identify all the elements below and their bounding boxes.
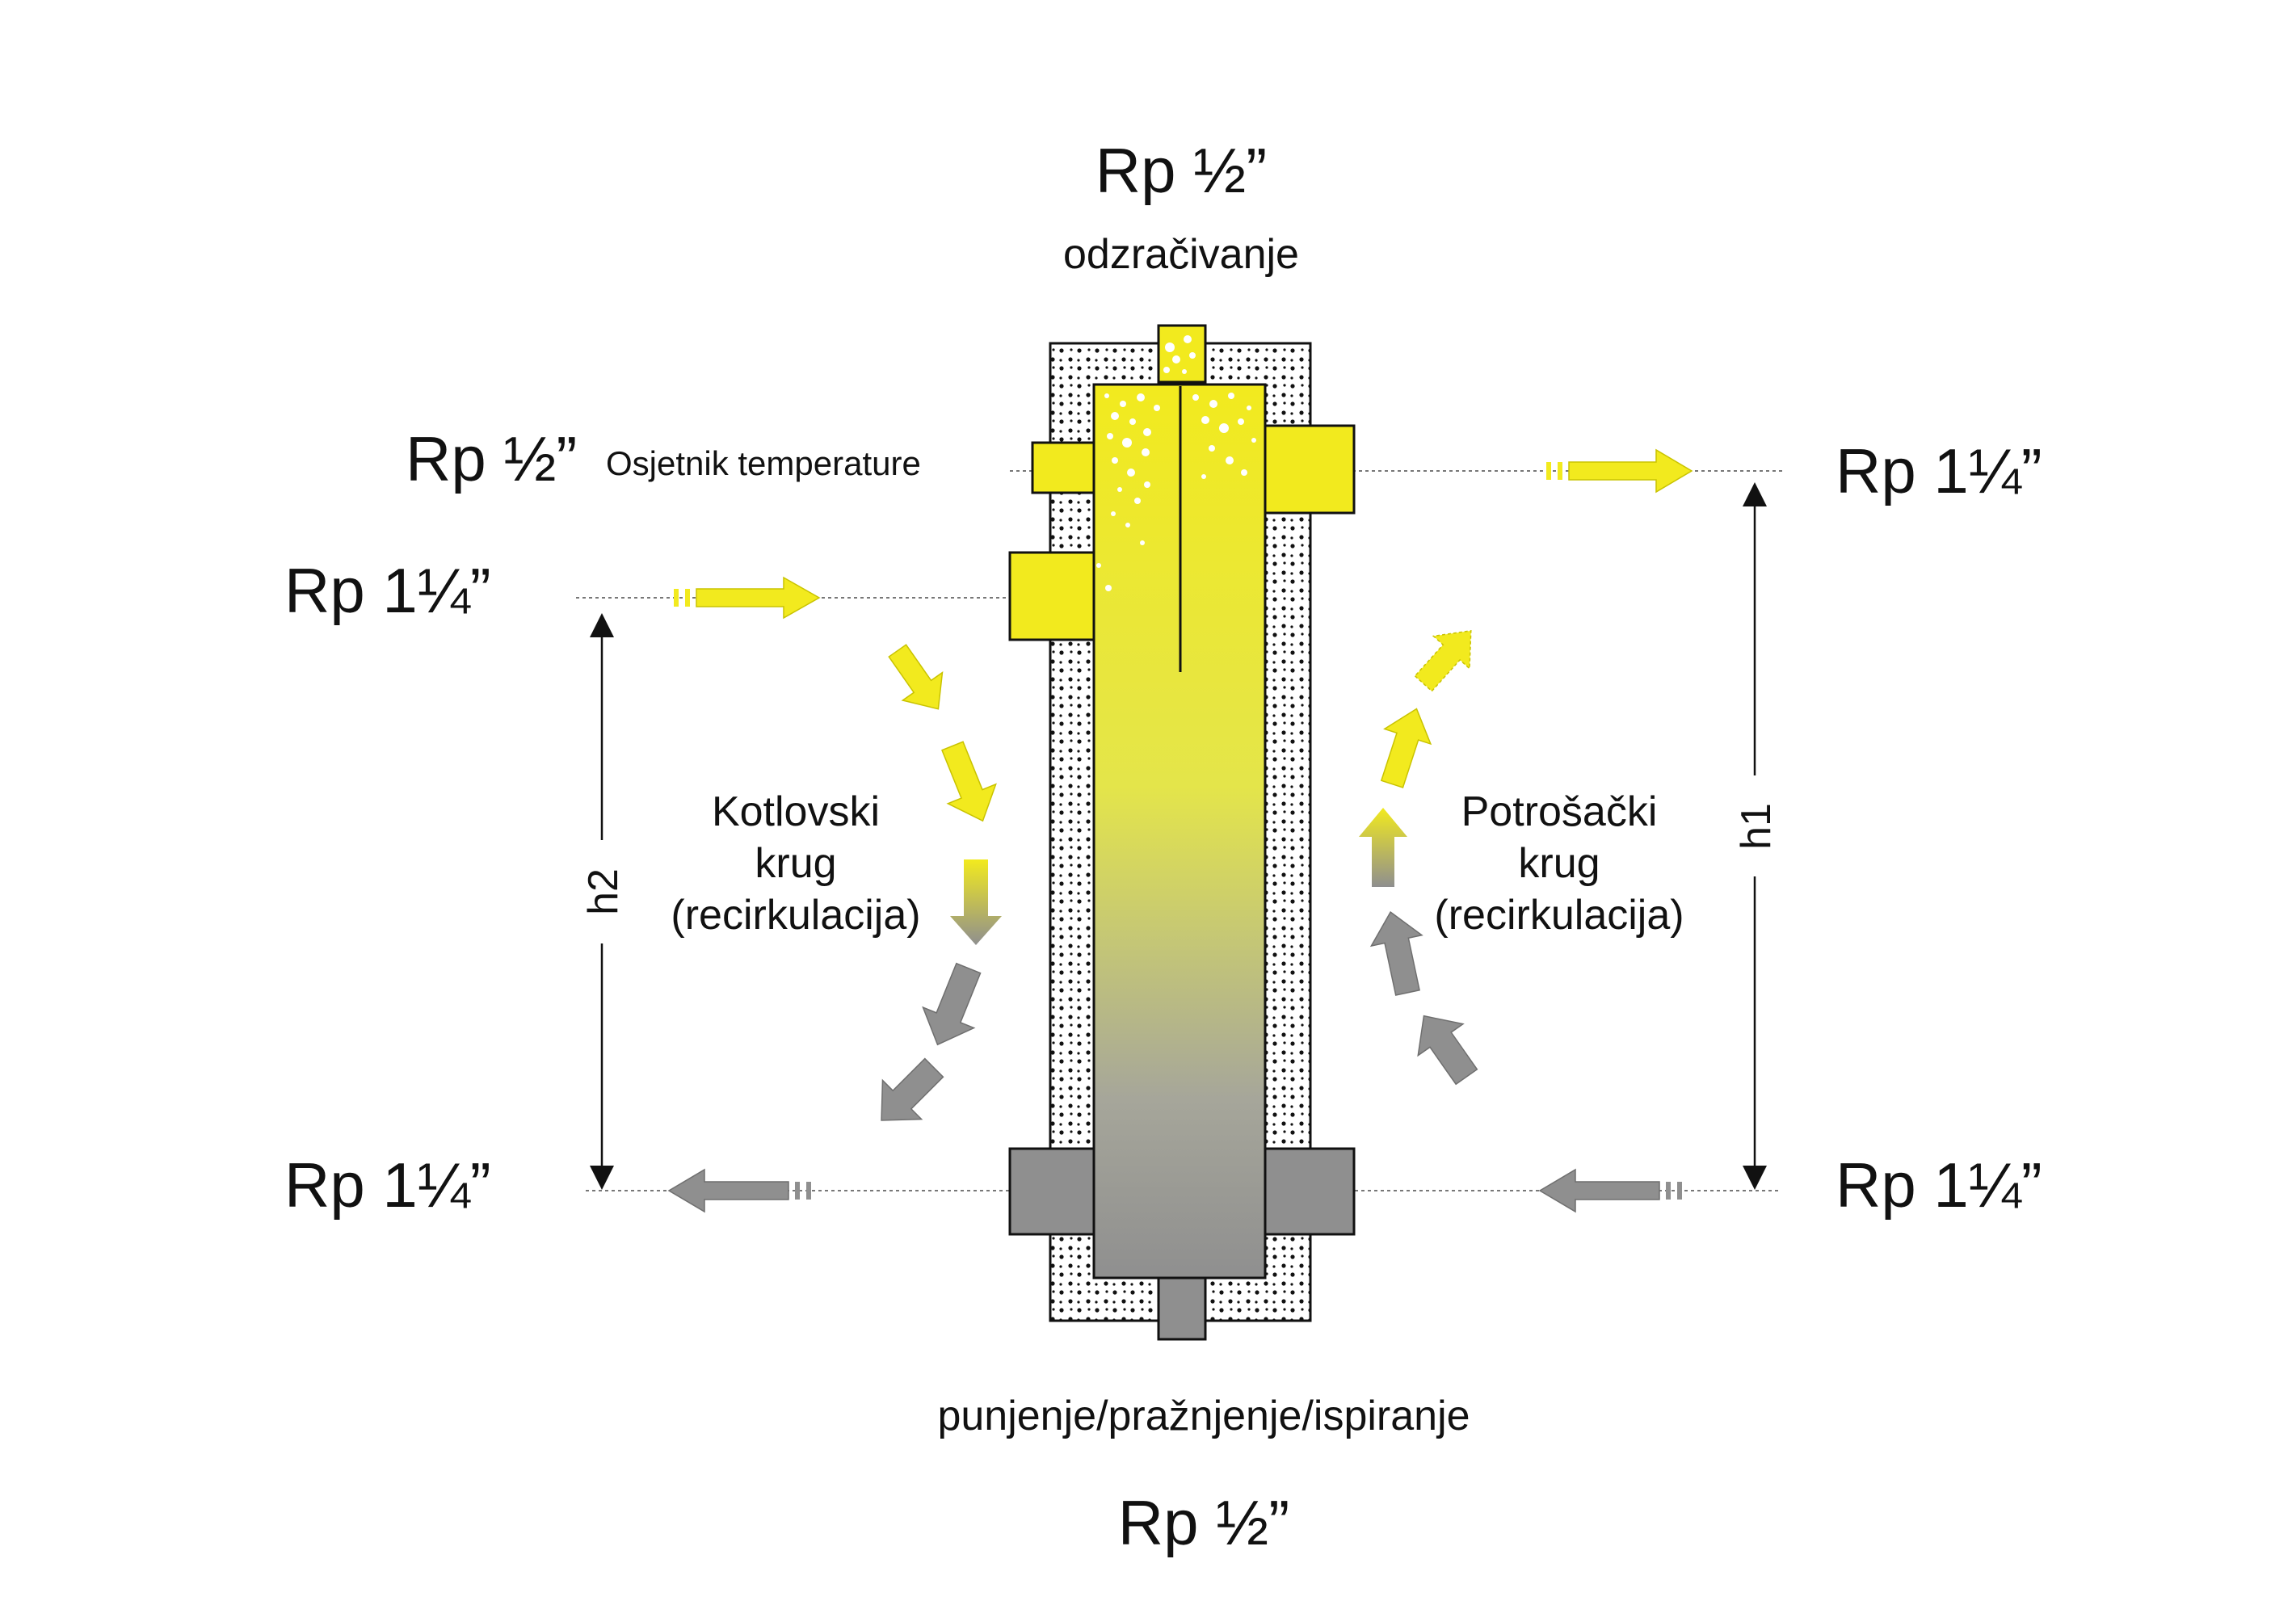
boiler-circuit-line-1: Kotlovski: [712, 788, 880, 835]
air-bubble: [1112, 457, 1118, 464]
left-outlet-size: Rp 1¼”: [284, 1149, 491, 1221]
air-bubble: [1111, 511, 1116, 516]
air-bubble: [1226, 456, 1234, 464]
air-bubble: [1238, 418, 1244, 425]
air-bubble: [1134, 498, 1141, 504]
air-bubble: [1096, 563, 1101, 568]
consumer-circuit-line-1: Potrošački: [1461, 788, 1658, 835]
top-port-label: odzračivanje: [1063, 231, 1299, 278]
air-bubble: [1247, 406, 1251, 410]
left-inlet-size: Rp 1¼”: [284, 555, 491, 626]
air-bubbles: [1096, 335, 1256, 591]
bottom-port-size: Rp ½”: [1118, 1487, 1289, 1558]
dimension-h2: h2: [580, 613, 627, 1190]
air-bubble: [1129, 418, 1136, 425]
boiler-circuit-label: Kotlovski krug (recirkulacija): [671, 788, 920, 939]
air-bubble: [1192, 394, 1199, 401]
air-bubble: [1184, 335, 1192, 343]
air-bubble: [1140, 540, 1145, 545]
air-bubble: [1201, 416, 1209, 424]
right-outlet-size: Rp 1¼”: [1836, 435, 2042, 506]
air-bubble: [1251, 438, 1256, 443]
consumer-circuit-label: Potrošački krug (recirkulacija): [1434, 788, 1684, 939]
air-bubble: [1182, 369, 1187, 374]
air-bubble: [1165, 342, 1175, 352]
flow-arrows: [667, 448, 1693, 1213]
air-bubble: [1144, 481, 1150, 488]
top-port-size: Rp ½”: [1095, 135, 1267, 206]
outlet-arrow-right: [1546, 448, 1693, 494]
air-bubble: [1143, 428, 1151, 436]
boiler-recirculation-arrows: [881, 644, 1002, 1121]
boiler-circuit-line-3: (recirkulacija): [671, 892, 920, 939]
air-bubble: [1241, 469, 1247, 476]
h2-label: h2: [580, 868, 627, 915]
air-bubble: [1189, 352, 1196, 359]
consumer-circuit-line-3: (recirkulacija): [1434, 892, 1684, 939]
air-bubble: [1127, 469, 1135, 477]
inlet-fitting-bottom-right: [1262, 1147, 1356, 1236]
air-bubble: [1107, 433, 1113, 439]
air-bubble: [1142, 448, 1150, 456]
boiler-circuit-line-2: krug: [755, 840, 836, 887]
drain-stub: [1157, 1275, 1207, 1341]
inlet-arrow-bottom-right: [1538, 1168, 1682, 1213]
bottom-port-label: punjenje/pražnjenje/ispiranje: [937, 1393, 1470, 1439]
air-bubble: [1122, 438, 1132, 448]
dimension-h1: h1: [1733, 482, 1780, 1190]
outlet-fitting-right: [1262, 424, 1356, 515]
h1-label: h1: [1733, 803, 1780, 850]
air-bubble: [1228, 393, 1234, 399]
sensor-port-label: Osjetnik temperature: [606, 444, 921, 482]
sensor-port-size: Rp ½”: [406, 423, 577, 494]
air-bubble: [1172, 355, 1180, 363]
air-bubble: [1120, 401, 1126, 407]
separator-chamber: [1092, 383, 1267, 1280]
air-bubble: [1163, 367, 1170, 373]
air-bubble: [1111, 412, 1119, 420]
air-bubble: [1125, 523, 1130, 527]
air-bubble: [1201, 474, 1206, 479]
air-bubble: [1137, 393, 1145, 401]
outlet-arrow-bottom-left: [667, 1168, 811, 1213]
vent-stub: [1157, 324, 1207, 384]
air-bubble: [1219, 423, 1229, 433]
air-bubble: [1209, 445, 1215, 452]
air-bubble: [1104, 393, 1109, 398]
sensor-fitting-left: [1031, 441, 1097, 494]
inlet-arrow-left: [674, 576, 821, 620]
right-inlet-size: Rp 1¼”: [1836, 1149, 2042, 1221]
inlet-fitting-left: [1008, 551, 1097, 641]
consumer-circuit-line-2: krug: [1518, 840, 1600, 887]
air-bubble: [1117, 487, 1122, 492]
air-bubble: [1105, 585, 1112, 591]
consumer-recirculation-arrows: [1359, 629, 1478, 1086]
air-bubble: [1209, 400, 1217, 408]
air-bubble: [1154, 405, 1160, 411]
outlet-fitting-bottom-left: [1008, 1147, 1097, 1236]
